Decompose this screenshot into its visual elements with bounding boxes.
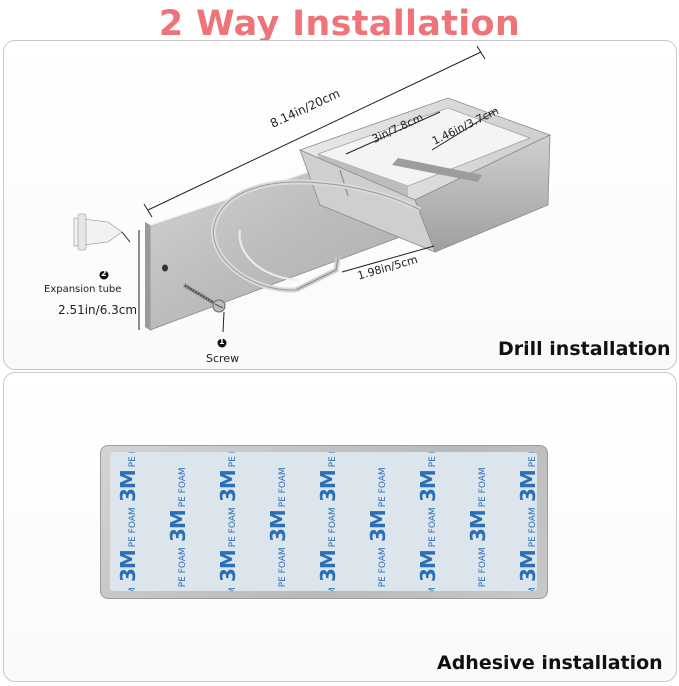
drill-installation-caption: Drill installation xyxy=(498,338,671,360)
screw-number: 1 xyxy=(219,337,225,346)
expansion-tube-label: Expansion tube xyxy=(44,284,122,295)
tape-logo: 3M PE FOAM xyxy=(516,507,537,582)
tray-opening xyxy=(316,107,532,187)
tape-logo: 3M PE FOAM xyxy=(266,547,290,591)
page-title: 2 Way Installation xyxy=(158,4,521,44)
tape-logo: 3M PE FOAM xyxy=(416,587,440,591)
tape-logo: 3M PE FOAM xyxy=(116,507,140,582)
tape-logo: 3M PE FOAM xyxy=(366,547,390,591)
tape-logo: 3M PE FOAM xyxy=(316,587,340,591)
adhesive-installation-caption: Adhesive installation xyxy=(437,652,663,674)
tape-logo: 3M PE FOAM xyxy=(466,467,490,542)
tape-logo: 3M PE FOAM xyxy=(216,507,240,582)
tape-logo: 3M PE FOAM xyxy=(166,467,190,542)
tape-logo: 3M PE FOAM xyxy=(216,452,240,502)
screw-badge xyxy=(217,338,227,348)
screw-label: Screw xyxy=(206,352,240,365)
expansion-badge xyxy=(99,270,109,280)
adhesive-tape: 3M PE FOAM 3M PE FOAM 3M PE FOAM 3M PE FOAM… xyxy=(110,452,537,591)
tape-logo: 3M PE FOAM xyxy=(166,547,190,591)
tape-logo: 3M PE FOAM xyxy=(116,452,140,502)
dim-depth-line xyxy=(431,109,498,151)
tape-logo: 3M PE FOAM xyxy=(316,507,340,582)
tape-logo: 3M PE FOAM xyxy=(266,467,290,542)
dim-holder-line xyxy=(341,245,435,273)
tape-logo: 3M PE FOAM xyxy=(216,587,240,591)
expansion-tube-icon xyxy=(73,213,131,251)
tape-logo: 3M PE FOAM xyxy=(316,452,340,502)
dim-height-label: 2.51in/6.3cm xyxy=(58,303,138,317)
tape-logo: 3M PE FOAM xyxy=(516,587,537,591)
tape-pattern: 3M PE FOAM 3M PE FOAM 3M PE FOAM 3M PE FOAM… xyxy=(110,452,537,591)
adhesive-plate: 3M PE FOAM 3M PE FOAM 3M PE FOAM 3M PE FOAM… xyxy=(100,445,548,599)
plate-edge xyxy=(145,222,150,330)
tape-logo: 3M PE FOAM xyxy=(366,467,390,542)
dim-length-line xyxy=(147,51,482,211)
tape-logo: 3M PE FOAM xyxy=(416,507,440,582)
tape-logo: 3M PE FOAM xyxy=(116,587,140,591)
tray-side xyxy=(299,149,436,253)
dim-inner-line xyxy=(345,111,441,155)
expansion-number: 2 xyxy=(101,269,107,278)
tape-logo: 3M PE FOAM xyxy=(416,452,440,502)
tape-logo: 3M PE FOAM xyxy=(466,547,490,591)
screw-icon xyxy=(182,282,226,333)
tape-logo: 3M PE FOAM xyxy=(516,452,537,502)
screw-hole xyxy=(162,264,168,272)
